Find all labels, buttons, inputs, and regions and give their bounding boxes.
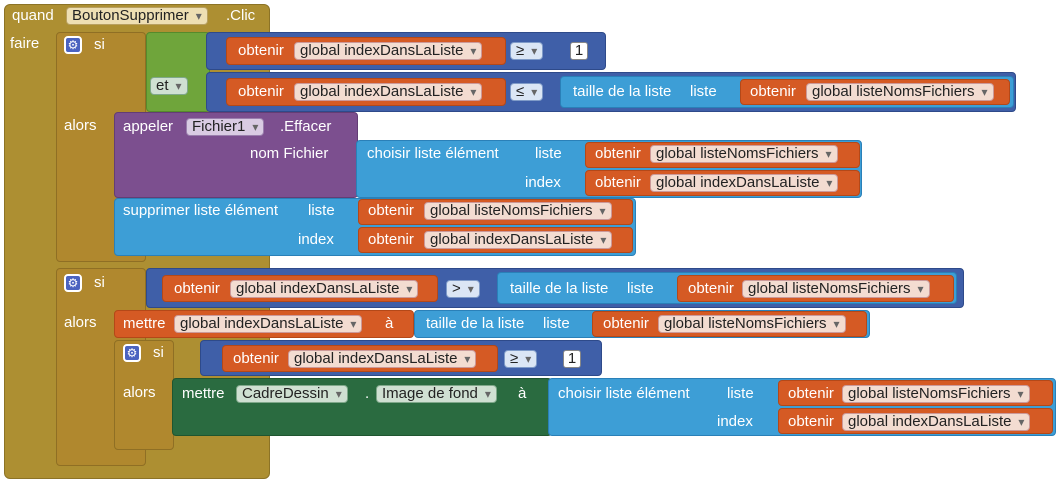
to-label: à — [385, 315, 394, 332]
get-label: obtenir — [368, 202, 414, 219]
select-item-label: choisir liste élément — [558, 385, 690, 402]
select-item-label: choisir liste élément — [367, 145, 499, 162]
list-length-label: taille de la liste — [426, 315, 525, 332]
canvas-component-dropdown[interactable]: CadreDessin — [236, 385, 348, 403]
number-field[interactable]: 1 — [563, 350, 581, 368]
variable-dropdown[interactable]: global indexDansLaListe — [424, 231, 613, 249]
list-word-label: liste — [308, 202, 335, 219]
mutator-gear-icon[interactable]: ⚙ — [123, 344, 141, 362]
file-method-label: .Effacer — [280, 118, 332, 135]
if-label: si — [94, 274, 105, 291]
then-label: alors — [64, 314, 97, 331]
canvas-property-dropdown[interactable]: Image de fond — [376, 385, 497, 403]
logic-and-block[interactable] — [146, 32, 210, 112]
variable-dropdown[interactable]: global listeNomsFichiers — [742, 280, 930, 298]
then-label: alors — [64, 117, 97, 134]
get-label: obtenir — [788, 413, 834, 430]
to-label: à — [518, 385, 527, 402]
get-label: obtenir — [688, 280, 734, 297]
event-suffix: .Clic — [226, 7, 256, 24]
mutator-gear-icon[interactable]: ⚙ — [64, 274, 82, 292]
file-param-label: nom Fichier — [250, 145, 329, 162]
event-component-dropdown[interactable]: BoutonSupprimer — [66, 7, 208, 25]
variable-dropdown[interactable]: global listeNomsFichiers — [424, 202, 612, 220]
compare-op-dropdown[interactable]: > — [446, 280, 480, 298]
list-word-label: liste — [627, 280, 654, 297]
call-file-delete-block[interactable] — [114, 112, 358, 198]
get-label: obtenir — [238, 83, 284, 100]
variable-dropdown[interactable]: global indexDansLaListe — [294, 83, 483, 101]
variable-dropdown[interactable]: global indexDansLaListe — [294, 42, 483, 60]
variable-dropdown[interactable]: global indexDansLaListe — [288, 350, 477, 368]
variable-dropdown[interactable]: global listeNomsFichiers — [650, 145, 838, 163]
event-prefix: quand — [12, 7, 54, 24]
get-label: obtenir — [238, 42, 284, 59]
variable-dropdown[interactable]: global listeNomsFichiers — [658, 315, 846, 333]
if-label: si — [153, 344, 164, 361]
call-label: appeler — [123, 118, 174, 135]
get-label: obtenir — [750, 83, 796, 100]
get-label: obtenir — [595, 145, 641, 162]
set-label: mettre — [123, 315, 166, 332]
compare-op-dropdown[interactable]: ≥ — [510, 42, 544, 60]
list-word-label: liste — [727, 385, 754, 402]
list-word-label: liste — [535, 145, 562, 162]
get-label: obtenir — [603, 315, 649, 332]
list-length-label: taille de la liste — [510, 280, 609, 297]
index-word-label: index — [717, 413, 753, 430]
if-label: si — [94, 36, 105, 53]
get-label: obtenir — [233, 350, 279, 367]
variable-dropdown[interactable]: global listeNomsFichiers — [842, 385, 1030, 403]
compare-op-dropdown[interactable]: ≤ — [510, 83, 544, 101]
list-length-label: taille de la liste — [573, 83, 672, 100]
variable-dropdown[interactable]: global indexDansLaListe — [842, 413, 1031, 431]
and-op-dropdown[interactable]: et — [150, 77, 188, 95]
variable-dropdown[interactable]: global indexDansLaListe — [230, 280, 419, 298]
event-do-label: faire — [10, 35, 40, 52]
remove-item-label: supprimer liste élément — [123, 202, 279, 219]
list-word-label: liste — [690, 83, 717, 100]
variable-dropdown[interactable]: global indexDansLaListe — [174, 315, 363, 333]
then-label: alors — [123, 384, 156, 401]
list-word-label: liste — [543, 315, 570, 332]
get-label: obtenir — [595, 174, 641, 191]
number-field[interactable]: 1 — [570, 42, 588, 60]
index-word-label: index — [525, 174, 561, 191]
compare-op-dropdown[interactable]: ≥ — [504, 350, 538, 368]
index-word-label: index — [298, 231, 334, 248]
get-label: obtenir — [174, 280, 220, 297]
variable-dropdown[interactable]: global indexDansLaListe — [650, 174, 839, 192]
variable-dropdown[interactable]: global listeNomsFichiers — [806, 83, 994, 101]
mutator-gear-icon[interactable]: ⚙ — [64, 36, 82, 54]
get-label: obtenir — [368, 231, 414, 248]
get-label: obtenir — [788, 385, 834, 402]
set-label: mettre — [182, 385, 225, 402]
dot-label: . — [365, 385, 370, 402]
file-component-dropdown[interactable]: Fichier1 — [186, 118, 265, 136]
